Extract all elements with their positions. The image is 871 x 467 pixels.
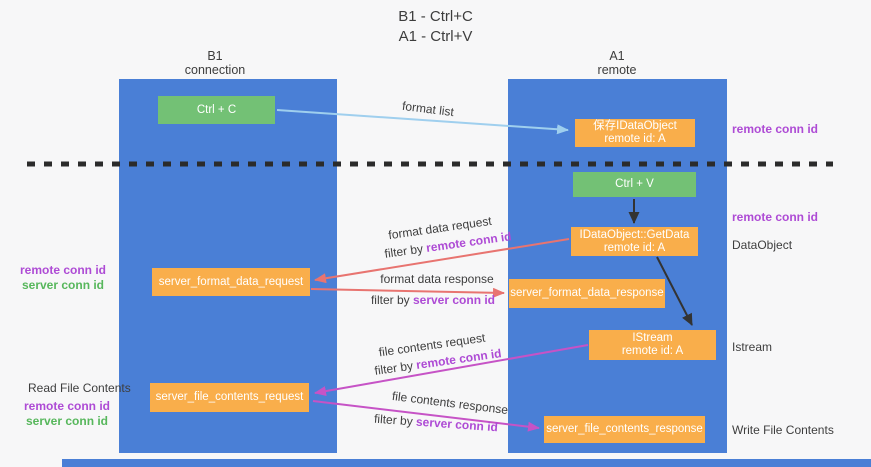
left-remote-conn-id-mid: remote conn id bbox=[19, 263, 106, 277]
right-remote-conn-id-mid: remote conn id bbox=[732, 210, 819, 224]
server-conn-id-text: server conn id bbox=[415, 414, 499, 435]
filter-by-text: filter by bbox=[383, 241, 428, 261]
server-file-contents-request-box: server_file_contents_request bbox=[150, 383, 309, 412]
getdata-line2: remote id: A bbox=[603, 241, 666, 254]
left-server-conn-id-bottom: server conn id bbox=[25, 414, 109, 428]
filter-by-text: filter by bbox=[370, 293, 413, 307]
server-format-data-request-box: server_format_data_request bbox=[152, 268, 310, 296]
server-format-data-request-label: server_format_data_request bbox=[158, 275, 304, 288]
format-data-response-filter: filter by server conn id bbox=[363, 293, 503, 307]
left-server-conn-id-mid: server conn id bbox=[21, 278, 105, 292]
getdata-box: IDataObject::GetData remote id: A bbox=[571, 227, 698, 256]
ctrl-v-box: Ctrl + V bbox=[573, 172, 696, 197]
save-dataobject-line2: remote id: A bbox=[604, 133, 666, 145]
ctrl-c-box: Ctrl + C bbox=[158, 96, 275, 124]
istream-box: IStream remote id: A bbox=[589, 330, 716, 360]
format-list-label: format list bbox=[401, 98, 455, 120]
save-dataobject-line1: 保存IDataObject bbox=[593, 120, 677, 132]
lifeline-b1-role: connection bbox=[184, 63, 246, 77]
server-file-contents-request-label: server_file_contents_request bbox=[155, 391, 304, 403]
server-conn-id-text: server conn id bbox=[412, 293, 496, 307]
format-data-response-label: format data response bbox=[380, 272, 494, 286]
save-dataobject-box: 保存IDataObject remote id: A bbox=[575, 119, 695, 147]
istream-line1: IStream bbox=[632, 332, 673, 344]
right-remote-conn-id-top: remote conn id bbox=[732, 122, 819, 136]
filter-by-text: filter by bbox=[373, 358, 418, 378]
left-conn-id-stack-mid: remote conn id server conn id bbox=[17, 263, 109, 293]
istream-line2: remote id: A bbox=[621, 345, 684, 357]
lifeline-a1-name: A1 bbox=[609, 49, 625, 63]
left-remote-conn-id-bottom: remote conn id bbox=[23, 399, 110, 413]
lifeline-header-b1: B1 connection bbox=[155, 49, 275, 77]
right-write-file-contents-label: Write File Contents bbox=[732, 423, 834, 437]
getdata-line1: IDataObject::GetData bbox=[579, 228, 690, 241]
bottom-blue-bar bbox=[62, 459, 871, 467]
ctrl-c-label: Ctrl + C bbox=[196, 103, 237, 116]
right-istream-label: Istream bbox=[732, 340, 773, 354]
right-dataobject-label: DataObject bbox=[732, 238, 793, 252]
lifeline-b1-name: B1 bbox=[207, 49, 223, 63]
server-file-contents-response-box: server_file_contents_response bbox=[544, 416, 705, 443]
file-contents-response-filter: filter by server conn id bbox=[366, 411, 507, 435]
diagram-title: B1 - Ctrl+C A1 - Ctrl+V bbox=[0, 7, 871, 47]
server-file-contents-response-label: server_file_contents_response bbox=[546, 423, 703, 435]
title-line-2: A1 - Ctrl+V bbox=[398, 28, 473, 45]
filter-by-text: filter by bbox=[373, 411, 417, 429]
left-conn-id-stack-bottom: remote conn id server conn id bbox=[21, 399, 113, 429]
server-format-data-response-label: server_format_data_response bbox=[510, 287, 664, 299]
lifeline-header-a1: A1 remote bbox=[557, 49, 677, 77]
title-line-1: B1 - Ctrl+C bbox=[398, 8, 473, 25]
server-format-data-response-box: server_format_data_response bbox=[509, 279, 665, 308]
ctrl-v-label: Ctrl + V bbox=[615, 178, 654, 190]
left-read-file-contents-label: Read File Contents bbox=[28, 381, 131, 395]
lifeline-a1-role: remote bbox=[597, 63, 637, 77]
